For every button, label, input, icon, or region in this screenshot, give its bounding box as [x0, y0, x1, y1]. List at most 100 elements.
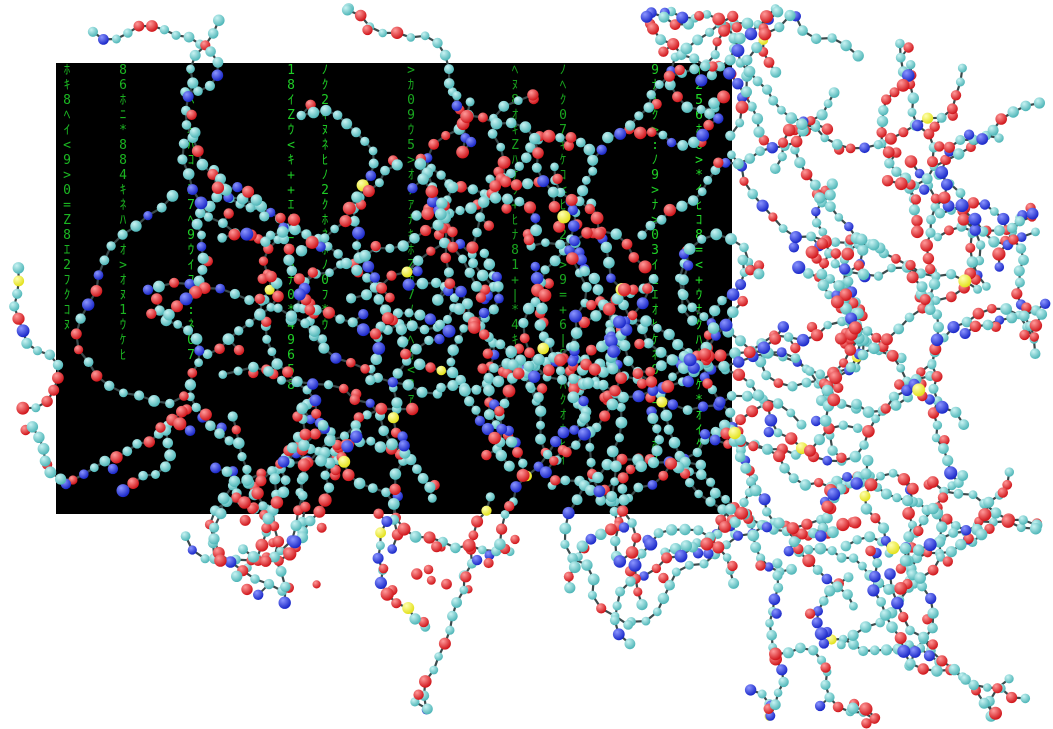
carbon-atom — [753, 268, 765, 280]
carbon-atom — [280, 581, 291, 592]
oxygen-atom — [261, 522, 272, 534]
oxygen-atom — [790, 342, 801, 354]
oxygen-atom — [910, 194, 922, 205]
oxygen-atom — [566, 252, 579, 265]
carbon-atom — [697, 187, 707, 197]
carbon-atom — [926, 214, 936, 225]
oxygen-atom — [663, 70, 675, 82]
oxygen-atom — [889, 87, 900, 98]
nitrogen-atom — [412, 266, 423, 277]
carbon-atom — [828, 87, 840, 98]
oxygen-atom — [523, 201, 537, 214]
carbon-atom — [689, 64, 700, 75]
oxygen-atom — [74, 345, 84, 355]
carbon-atom — [349, 215, 360, 227]
nitrogen-atom — [1040, 298, 1051, 309]
carbon-atom — [99, 255, 110, 266]
nitrogen-atom — [210, 462, 221, 474]
carbon-atom — [182, 168, 195, 180]
carbon-atom — [583, 143, 596, 156]
oxygen-atom — [841, 247, 855, 261]
carbon-atom — [824, 585, 836, 597]
nitrogen-atom — [703, 548, 714, 559]
carbon-atom — [654, 80, 664, 89]
carbon-atom — [559, 522, 572, 535]
carbon-atom — [353, 477, 366, 490]
carbon-atom — [32, 346, 43, 356]
nitrogen-atom — [632, 390, 645, 403]
oxygen-atom — [143, 436, 155, 448]
carbon-atom — [579, 266, 591, 277]
carbon-atom — [695, 459, 707, 471]
carbon-atom — [857, 349, 869, 361]
oxygen-atom — [829, 371, 843, 385]
nitrogen-atom — [398, 440, 410, 452]
oxygen-atom — [468, 530, 479, 541]
oxygen-atom — [628, 252, 640, 263]
oxygen-atom — [989, 706, 1002, 720]
nitrogen-atom — [211, 69, 224, 82]
nitrogen-atom — [187, 184, 198, 195]
oxygen-atom — [523, 234, 535, 246]
carbon-atom — [826, 178, 838, 190]
oxygen-atom — [832, 701, 844, 713]
oxygen-atom — [658, 470, 669, 481]
oxygen-atom — [362, 184, 375, 198]
carbon-atom — [785, 112, 798, 124]
carbon-atom — [924, 304, 936, 315]
carbon-atom — [857, 268, 870, 281]
nitrogen-atom — [683, 353, 697, 367]
nitrogen-atom — [764, 562, 774, 572]
oxygen-atom — [634, 338, 645, 350]
carbon-atom — [757, 689, 767, 699]
carbon-atom — [705, 496, 716, 507]
oxygen-atom — [661, 552, 673, 564]
carbon-atom — [746, 101, 757, 112]
oxygen-atom — [146, 20, 158, 32]
carbon-atom — [585, 484, 597, 496]
oxygen-atom — [510, 179, 523, 191]
nitrogen-atom — [612, 628, 625, 641]
carbon-atom — [12, 288, 23, 299]
carbon-atom — [1000, 303, 1012, 315]
carbon-atom — [990, 507, 1002, 519]
oxygen-atom — [411, 568, 423, 580]
carbon-atom — [581, 175, 591, 185]
nitrogen-atom — [667, 399, 679, 410]
oxygen-atom — [621, 238, 633, 250]
oxygen-atom — [625, 546, 639, 559]
carbon-atom — [277, 375, 286, 385]
carbon-atom — [208, 533, 220, 545]
carbon-atom — [611, 292, 624, 305]
oxygen-atom — [762, 400, 774, 412]
oxygen-atom — [305, 235, 319, 249]
nitrogen-atom — [387, 377, 398, 388]
carbon-atom — [289, 223, 301, 236]
oxygen-atom — [713, 157, 724, 168]
nitrogen-atom — [814, 700, 826, 712]
oxygen-atom — [1019, 329, 1030, 341]
oxygen-atom — [258, 256, 269, 266]
carbon-atom — [488, 304, 499, 315]
carbon-atom — [535, 405, 547, 417]
carbon-atom — [351, 264, 363, 276]
nitrogen-atom — [757, 341, 771, 355]
oxygen-atom — [658, 46, 669, 57]
oxygen-atom — [475, 292, 487, 303]
carbon-atom — [525, 142, 536, 153]
carbon-atom — [409, 233, 420, 244]
oxygen-atom — [906, 271, 919, 284]
carbon-atom — [957, 470, 969, 481]
oxygen-atom — [527, 89, 539, 101]
nitrogen-atom — [839, 263, 851, 275]
carbon-atom — [9, 301, 20, 312]
carbon-atom — [708, 97, 720, 109]
oxygen-atom — [584, 203, 595, 215]
oxygen-atom — [917, 663, 929, 675]
carbon-atom — [564, 582, 576, 594]
oxygen-atom — [786, 522, 799, 535]
oxygen-atom — [423, 564, 434, 575]
nitrogen-atom — [528, 370, 541, 383]
nitrogen-atom — [979, 199, 991, 210]
carbon-atom — [154, 305, 165, 316]
